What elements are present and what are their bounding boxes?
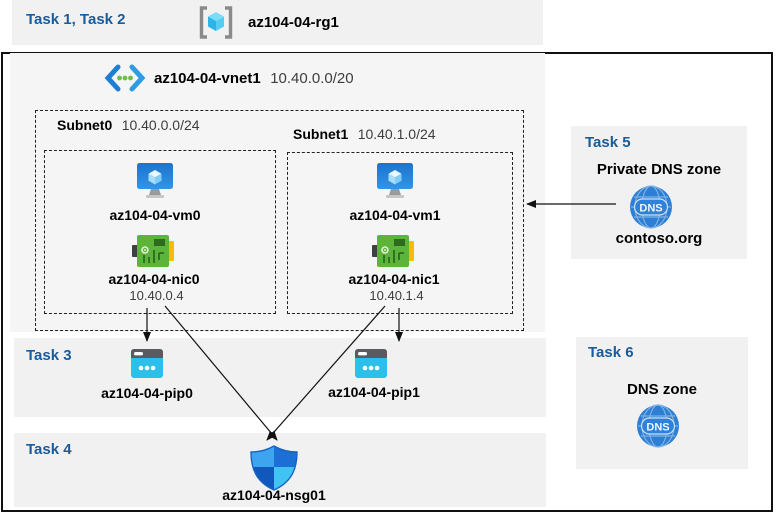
public-ip-icon <box>130 348 164 379</box>
nic0-ip: 10.40.0.4 <box>129 288 184 303</box>
task5-box: Task 5 Private DNS zone DNS contoso.org <box>571 126 747 259</box>
nsg-shield-icon <box>249 445 299 491</box>
nic1-ip: 10.40.1.4 <box>369 288 424 303</box>
virtual-network-icon <box>104 63 146 93</box>
subnet1-name: Subnet1 <box>293 126 349 142</box>
dns-icon: DNS <box>636 404 680 448</box>
resource-group-name: az104-04-rg1 <box>248 14 339 31</box>
nic1-name: az104-04-nic1 <box>348 271 440 287</box>
dns-zone-title: DNS zone <box>626 381 697 398</box>
task6-label: Task 6 <box>588 344 634 361</box>
nsg-name: az104-04-nsg01 <box>222 487 326 503</box>
vm1-name: az104-04-vm1 <box>349 207 441 223</box>
pip1-name: az104-04-pip1 <box>328 384 420 400</box>
task1-2-label: Task 1, Task 2 <box>26 11 126 28</box>
vm0-name: az104-04-vm0 <box>109 207 201 223</box>
vnet-cidr: 10.40.0.0/20 <box>270 70 354 87</box>
private-dns-zone-name: contoso.org <box>615 230 703 247</box>
task3-label: Task 3 <box>26 347 72 364</box>
subnet1-cidr: 10.40.1.0/24 <box>357 126 436 142</box>
subnet0-cidr: 10.40.0.0/24 <box>121 117 200 133</box>
task6-box: Task 6 DNS zone DNS <box>576 337 748 469</box>
vnet-name: az104-04-vnet1 <box>154 70 261 87</box>
nic0-name: az104-04-nic0 <box>108 271 200 287</box>
virtual-machine-icon <box>134 161 176 201</box>
vnet-inner-shading <box>10 53 545 332</box>
private-dns-zone-title: Private DNS zone <box>596 161 722 178</box>
network-interface-icon <box>372 233 414 269</box>
task1-2-band: Task 1, Task 2 <box>12 0 543 45</box>
public-ip-icon <box>354 348 388 379</box>
subnet0-box <box>44 150 276 314</box>
network-interface-icon <box>132 233 174 269</box>
svg-text:DNS: DNS <box>639 203 662 215</box>
task4-label: Task 4 <box>26 441 72 458</box>
subnet0-name: Subnet0 <box>57 117 113 133</box>
dns-icon: DNS <box>629 185 673 229</box>
subnet1-header: Subnet1 10.40.1.0/24 <box>293 126 436 144</box>
subnet0-header: Subnet0 10.40.0.0/24 <box>57 117 200 135</box>
subnet1-box <box>287 152 513 314</box>
pip0-name: az104-04-pip0 <box>101 385 193 401</box>
svg-text:DNS: DNS <box>646 422 669 434</box>
vnet-header: az104-04-vnet1 10.40.0.0/20 <box>154 70 354 88</box>
virtual-machine-icon <box>374 161 416 201</box>
task3-band <box>14 338 546 417</box>
resource-group-icon <box>197 5 235 40</box>
task5-label: Task 5 <box>585 134 631 151</box>
